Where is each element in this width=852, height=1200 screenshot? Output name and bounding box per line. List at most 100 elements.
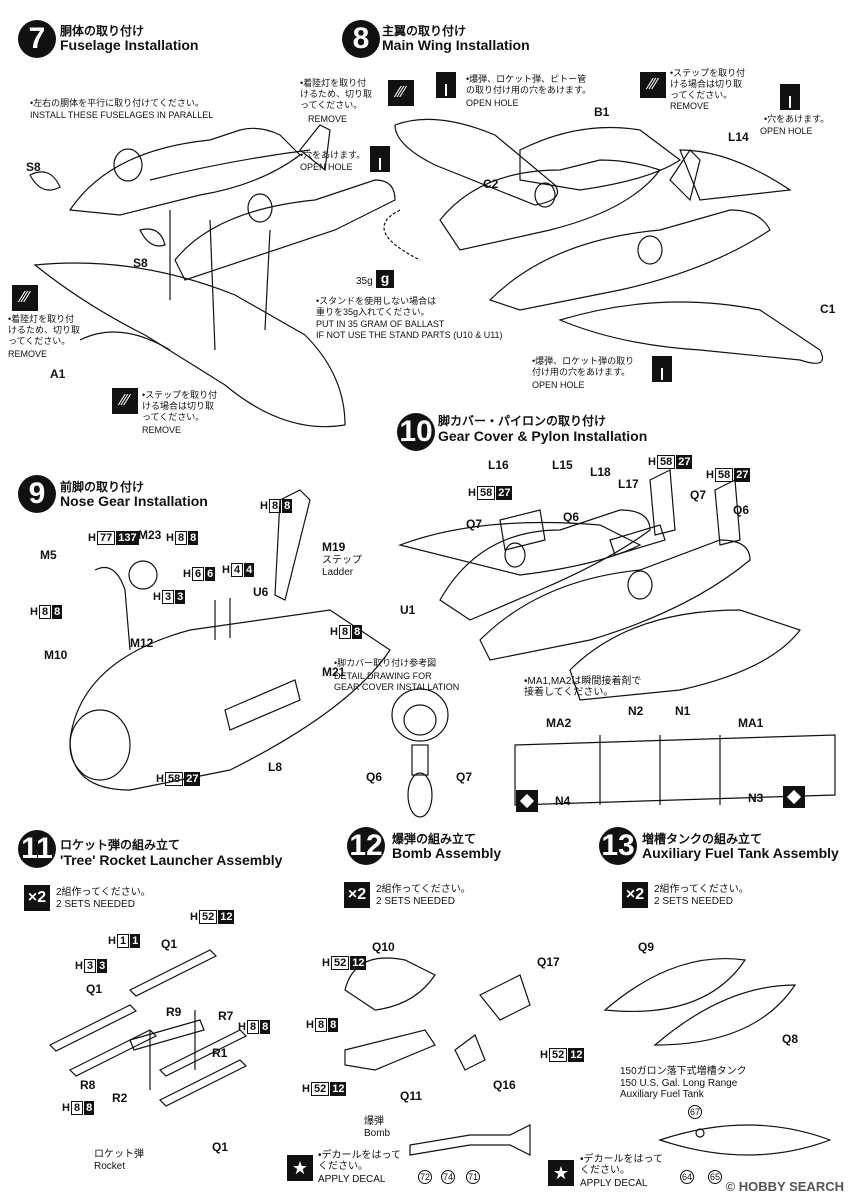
drill-icon	[436, 72, 456, 98]
tank-jp: 150ガロン落下式増槽タンク	[620, 1066, 747, 1077]
part-label: R7	[218, 1009, 234, 1023]
part-label: S8	[26, 160, 41, 174]
note-jp: •左右の胴体を平行に取り付けてください。	[30, 98, 204, 108]
part-label: L15	[552, 458, 573, 472]
step-title-jp: 脚カバー・パイロンの取り付け	[438, 414, 607, 428]
bomb-jp: 爆弾	[364, 1116, 384, 1127]
sets-en: 2 SETS NEEDED	[56, 899, 135, 910]
note-jp: •ステップを取り付 ける場合は切り取 ってください。	[670, 68, 746, 100]
rocket-jp: ロケット弾	[94, 1149, 144, 1160]
part-label: Q17	[537, 955, 560, 969]
decal-number: 71	[466, 1170, 480, 1184]
note-jp: •穴をあけます。	[764, 114, 830, 124]
step-title-jp: 前脚の取り付け	[60, 480, 145, 494]
cut-icon: ⁄⁄⁄	[388, 80, 414, 106]
ladder-jp: ステップ	[322, 555, 362, 566]
note-en: OPEN HOLE	[760, 126, 813, 136]
diamond-mark-icon	[783, 786, 805, 808]
step-number: 13	[599, 827, 637, 865]
note-jp: •穴をあけます。	[300, 150, 366, 160]
diamond-mark-icon	[516, 790, 538, 812]
part-label: S8	[133, 256, 148, 270]
sets-jp: 2組作ってください。	[654, 884, 749, 895]
ballast-weight: 35g	[356, 276, 373, 287]
watermark: © HOBBY SEARCH	[725, 1179, 844, 1194]
step-number: 10	[397, 413, 435, 451]
note-en: OPEN HOLE	[532, 380, 585, 390]
step-title-en: Gear Cover & Pylon Installation	[438, 428, 648, 444]
star-decal-icon: ★	[287, 1155, 313, 1181]
decal-number: 64	[680, 1170, 694, 1184]
part-label: R8	[80, 1078, 96, 1092]
decal-number: 74	[441, 1170, 455, 1184]
part-label: L8	[268, 760, 283, 774]
step-title-en: Auxiliary Fuel Tank Assembly	[642, 845, 839, 861]
step-title-jp: ロケット弾の組み立て	[60, 838, 181, 852]
decal-number: 72	[418, 1170, 432, 1184]
part-label: Q10	[372, 940, 395, 954]
step-number: 11	[18, 830, 56, 868]
note-jp: •爆弾、ロケット弾の取り 付け用の穴をあけます。	[532, 356, 635, 377]
part-label: N3	[748, 791, 764, 805]
part-label: M21	[322, 665, 346, 679]
step-title-jp: 主翼の取り付け	[382, 24, 467, 38]
part-label: N4	[555, 794, 571, 808]
part-label: Q1	[212, 1140, 229, 1154]
note-en: DETAIL DRAWING FOR GEAR COVER INSTALLATI…	[334, 671, 460, 692]
step-title-jp: 爆弾の組み立て	[392, 832, 477, 846]
multiplier-badge: ×2	[24, 885, 50, 911]
part-label: A1	[50, 367, 66, 381]
part-label: L14	[728, 130, 749, 144]
part-label: M19	[322, 540, 346, 554]
tank-en: 150 U.S. Gal. Long Range Auxiliary Fuel …	[620, 1078, 738, 1100]
part-label: Q16	[493, 1078, 516, 1092]
decal-en: APPLY DECAL	[318, 1174, 386, 1185]
note-en: INSTALL THESE FUSELAGES IN PARALLEL	[30, 110, 214, 120]
part-label: U1	[400, 603, 416, 617]
note-jp: •スタンドを使用しない場合は 重りを35g入れてください。	[316, 296, 437, 317]
part-label: C2	[483, 177, 499, 191]
part-label: C1	[820, 302, 836, 316]
step-title-jp: 胴体の取り付け	[60, 24, 145, 38]
decal-jp: •デカールをはって ください。	[318, 1150, 402, 1172]
part-label: MA2	[546, 716, 572, 730]
star-decal-icon: ★	[548, 1160, 574, 1186]
part-label: R9	[166, 1005, 182, 1019]
note-jp: •爆弾、ロケット弾、ピトー管 の取り付け用の穴をあけます。	[466, 74, 592, 95]
part-label: Q1	[161, 937, 178, 951]
sets-en: 2 SETS NEEDED	[376, 896, 455, 907]
part-label: L18	[590, 465, 611, 479]
part-label: M23	[138, 528, 162, 542]
step-title-en: Fuselage Installation	[60, 37, 199, 53]
note-en: REMOVE	[8, 349, 48, 359]
note-en: OPEN HOLE	[466, 98, 519, 108]
note-en: REMOVE	[670, 101, 710, 111]
note-en: REMOVE	[142, 425, 182, 435]
part-label: L17	[618, 477, 639, 491]
part-label: U6	[253, 585, 269, 599]
step-title-en: Main Wing Installation	[382, 37, 530, 53]
note-en: OPEN HOLE	[300, 162, 353, 172]
cut-icon: ⁄⁄⁄	[640, 72, 666, 98]
decal-number: 67	[688, 1105, 702, 1119]
part-label: N1	[675, 704, 691, 718]
ladder-en: Ladder	[322, 567, 354, 578]
glue-note: •MA1,MA2は瞬間接着剤で 接着してください。	[524, 676, 642, 698]
